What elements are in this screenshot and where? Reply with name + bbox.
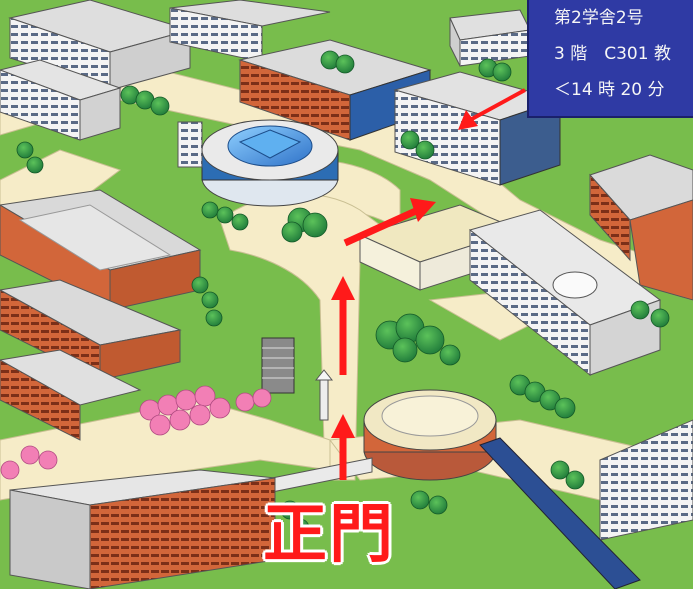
route-arrow-4: [469, 88, 526, 122]
route-arrows: [331, 88, 526, 480]
building-upper-right-tower: [393, 71, 562, 186]
left-big-hall-1: [0, 189, 202, 311]
tree-clusters: [16, 50, 670, 538]
main-gate-label: 正門: [263, 498, 395, 572]
right-lower-building: [599, 419, 693, 541]
bottom-left-building: [9, 469, 276, 589]
building-top-left-1: [8, 0, 192, 91]
cherry-trees: [0, 385, 272, 480]
round-gate-building: [363, 389, 497, 481]
left-mid-hall: [0, 349, 142, 441]
clock-tower: [314, 369, 334, 421]
round-hall: [177, 119, 339, 207]
info-box-time: ＜14 時 20 分: [554, 80, 665, 100]
building-top-right-small: [449, 9, 531, 67]
building-top-center: [169, 0, 331, 63]
stairs: [261, 337, 295, 394]
destination-info-box: 第2学舎2号 3 階 C301 教 ＜14 時 20 分: [527, 0, 693, 118]
right-edge-brick-building: [589, 154, 693, 301]
route-arrow-3: [343, 206, 420, 247]
building-top-left-2: [0, 59, 122, 141]
info-box-building: 第2学舎2号: [554, 8, 644, 28]
info-box-room: 3 階 C301 教: [554, 44, 671, 64]
